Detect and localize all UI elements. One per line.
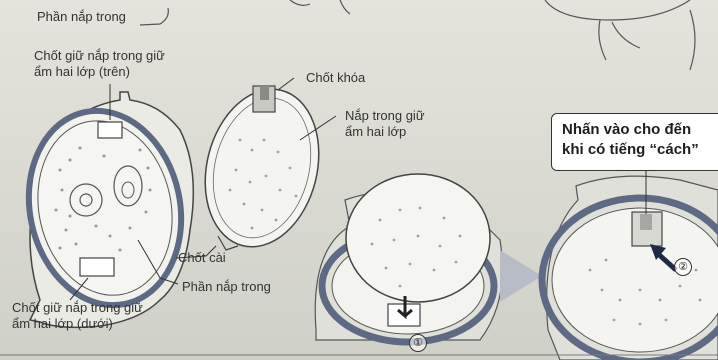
label-retainer-bottom-line1: Chốt giữ nắp trong giữ <box>12 300 143 316</box>
label-retainer-top-line1: Chốt giữ nắp trong giữ <box>34 48 165 64</box>
label-inner-lid-line1: Nắp trong giữ <box>345 108 425 124</box>
top-right-sketch <box>545 0 695 70</box>
label-inner-lid-part-top: Phần nắp trong <box>37 9 126 25</box>
cooker-lid-diagram <box>11 92 198 327</box>
press-until-click-callout: Nhấn vào cho đến khi có tiếng “cách” <box>551 113 718 171</box>
next-step-arrow-icon <box>500 250 542 302</box>
label-retainer-top-line2: ẩm hai lớp (trên) <box>34 64 130 80</box>
step2-number: ② <box>674 258 692 276</box>
step1-diagram <box>315 174 502 342</box>
callout-line1: Nhấn vào cho đến <box>562 120 718 140</box>
label-inner-lid-part: Phần nắp trong <box>182 279 271 295</box>
step1-number: ① <box>409 334 427 352</box>
inner-lid-diagram <box>189 77 334 259</box>
label-lock-pin: Chốt khóa <box>306 70 365 86</box>
callout-line2: khi có tiếng “cách” <box>562 140 718 160</box>
label-inner-lid-line2: ẩm hai lớp <box>345 124 406 140</box>
label-catch-pin: Chốt cài <box>178 250 226 266</box>
label-retainer-bottom-line2: ẩm hai lớp (dưới) <box>12 316 113 332</box>
top-left-sketch <box>140 0 350 25</box>
